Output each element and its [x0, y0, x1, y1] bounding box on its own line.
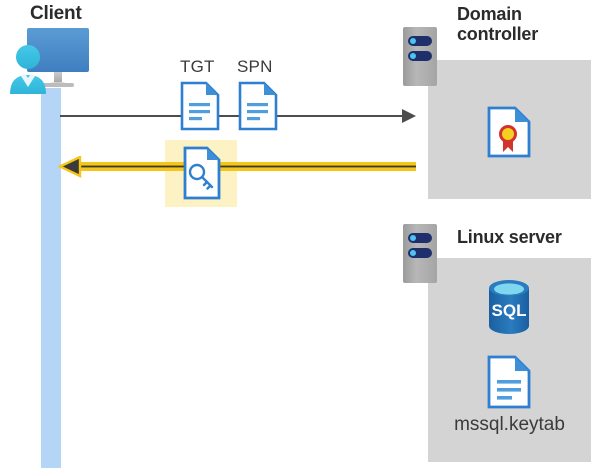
server-bar [408, 233, 432, 243]
server-led-dot [410, 53, 416, 59]
keytab-document-icon [487, 355, 531, 409]
sql-database-icon: SQL [489, 280, 529, 334]
server-bar [408, 51, 432, 61]
certificate-document-icon [487, 106, 531, 158]
client-computer-user-icon [10, 28, 89, 94]
server-led-dot [410, 250, 416, 256]
linux-server-server-icon [403, 224, 437, 283]
sql-label: SQL [492, 301, 527, 320]
keytab-filename-label: mssql.keytab [454, 414, 565, 435]
domain-controller-server-icon [403, 27, 437, 86]
key-document-icon [183, 146, 221, 200]
client-title: Client [30, 3, 82, 24]
domain-controller-title: Domain controller [457, 4, 539, 45]
tgt-document-icon [180, 81, 220, 131]
server-led-dot [410, 235, 416, 241]
server-bar [408, 36, 432, 46]
response-arrow-left [58, 156, 416, 178]
server-bar [408, 248, 432, 258]
spn-label: SPN [237, 57, 273, 76]
client-lifeline [41, 88, 61, 468]
linux-server-title: Linux server [457, 227, 562, 247]
request-arrow-right [60, 109, 416, 123]
tgt-label: TGT [180, 57, 215, 76]
server-led-dot [410, 38, 416, 44]
spn-document-icon [238, 81, 278, 131]
